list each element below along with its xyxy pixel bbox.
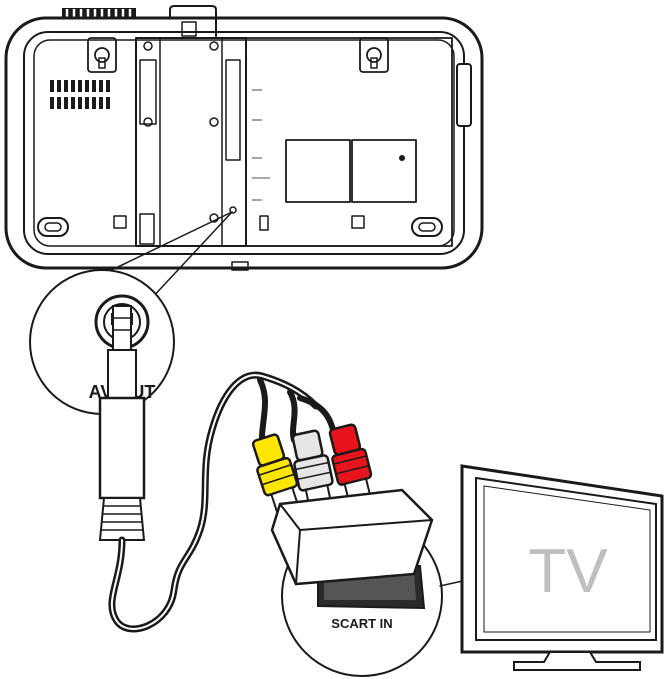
tv-set: TV [460,464,664,671]
rca-plug-white [291,429,334,513]
main-unit-rear-panel [4,5,484,271]
rca-plug-red [328,423,373,503]
scart-adapter [270,488,434,586]
rubber-foot-left [37,217,69,237]
tv-label: TV [528,537,608,606]
rubber-foot-right [411,217,443,237]
av-cable-plug [98,305,146,541]
av-out-magnifier: AV OUT [29,269,175,415]
scart-in-label: SCART IN [331,616,392,631]
tv-stand [513,651,641,671]
rear-vent-slots [50,80,110,109]
wall-mount-keyhole-left [87,37,117,73]
